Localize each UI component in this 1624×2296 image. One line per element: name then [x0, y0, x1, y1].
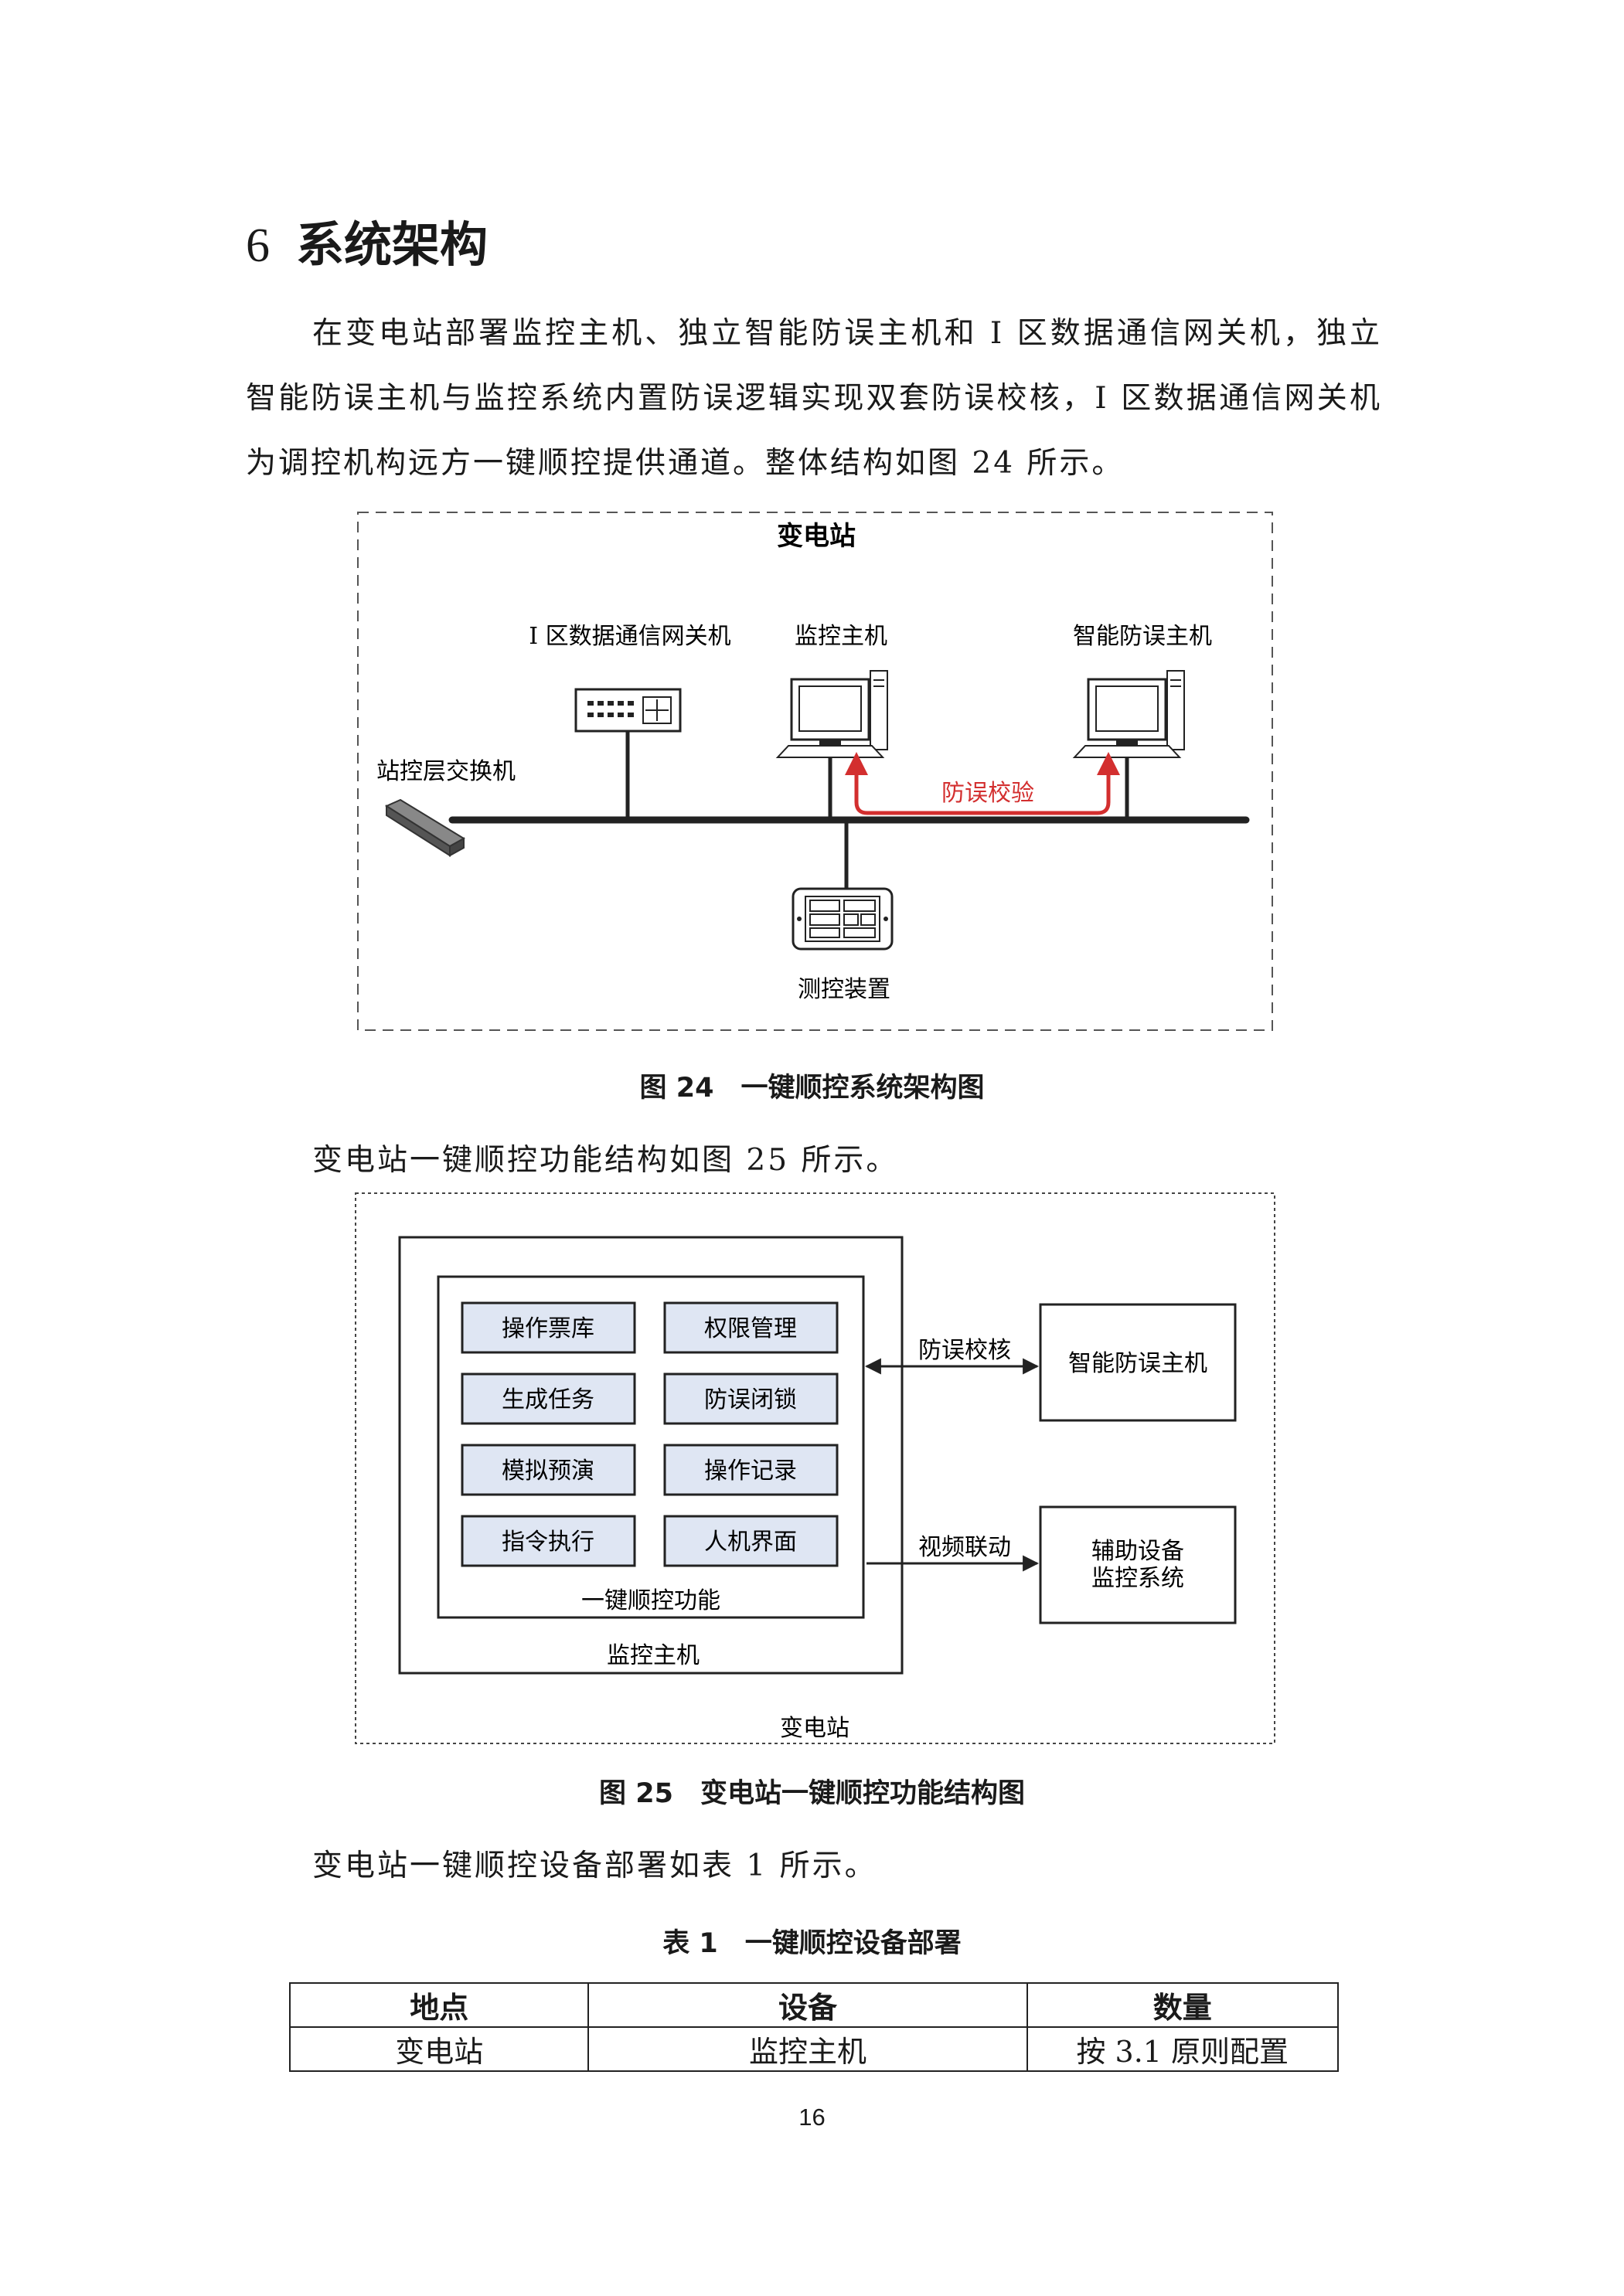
- function-block: [461, 1301, 636, 1354]
- check-link-label: 防误校核: [918, 1337, 1011, 1364]
- gateway-icon: [574, 688, 682, 733]
- aux-label-line2: 监控系统: [1091, 1565, 1184, 1592]
- function-label: 防误闭锁: [704, 1386, 797, 1413]
- section-title: 系统架构: [296, 216, 489, 273]
- figure-25-reference: 变电站一键顺控功能结构如图 25 所示。: [312, 1143, 899, 1178]
- function-group-label: 一键顺控功能: [581, 1587, 720, 1614]
- function-block: [663, 1301, 839, 1354]
- table-header-cell: 数量: [1026, 1982, 1340, 2028]
- function-label: 模拟预演: [502, 1458, 594, 1485]
- function-block: [461, 1444, 636, 1496]
- table-cell: 监控主机: [587, 2026, 1028, 2072]
- fig25-monitor-host-label: 监控主机: [607, 1642, 700, 1669]
- function-label: 指令执行: [502, 1529, 594, 1556]
- table-row: 变电站 监控主机 按 3.1 原则配置: [288, 2026, 1340, 2072]
- figure-24-diagram: 变电站 I 区数据通信网关机 监控主机 智能防误主机 站控层交换机: [357, 512, 1273, 1031]
- page-number: 16: [798, 2104, 826, 2131]
- anti-misoperation-check-arrow: [845, 752, 1120, 815]
- measurement-control-device-icon: [792, 887, 894, 951]
- table-cell: 按 3.1 原则配置: [1026, 2026, 1340, 2072]
- function-label: 权限管理: [704, 1315, 797, 1342]
- function-block: [663, 1444, 839, 1496]
- function-block: [461, 1515, 636, 1567]
- fig25-antimis-label: 智能防误主机: [1068, 1350, 1207, 1377]
- table-1-caption: 表 1 一键顺控设备部署: [662, 1928, 962, 1959]
- substation-boundary: [357, 512, 1273, 1031]
- switch-label: 站控层交换机: [376, 758, 516, 785]
- gateway-label: I 区数据通信网关机: [529, 623, 730, 650]
- measurement-control-label: 测控装置: [798, 976, 890, 1003]
- function-label: 生成任务: [502, 1386, 594, 1413]
- intro-paragraph: 在变电站部署监控主机、独立智能防误主机和 I 区数据通信网关机，独立智能防误主机…: [246, 316, 1382, 481]
- anti-misoperation-computer-icon: [1072, 670, 1185, 758]
- function-group-box: [437, 1275, 865, 1619]
- function-block: [461, 1372, 636, 1425]
- table-header-row: 地点 设备 数量: [288, 1982, 1340, 2028]
- figure-24-caption: 图 24 一键顺控系统架构图: [639, 1073, 985, 1104]
- section-number: 6: [246, 219, 270, 272]
- table-reference: 变电站一键顺控设备部署如表 1 所示。: [312, 1849, 877, 1883]
- check-label: 防误校验: [941, 780, 1034, 807]
- substation-label: 变电站: [777, 521, 856, 552]
- function-label: 操作票库: [502, 1315, 594, 1342]
- auxiliary-monitoring-box: [1039, 1505, 1237, 1624]
- anti-misoperation-host-box: [1039, 1303, 1237, 1422]
- monitor-host-label: 监控主机: [795, 623, 887, 650]
- function-block: [663, 1372, 839, 1425]
- figure-25-diagram: 变电站 监控主机 一键顺控功能 操作票库 权限管理 生成任务 防误闭锁 模拟预演…: [355, 1192, 1275, 1744]
- station-switch-icon: [384, 798, 465, 857]
- anti-misoperation-host-label: 智能防误主机: [1073, 623, 1212, 650]
- figure-25-caption: 图 25 变电站一键顺控功能结构图: [599, 1778, 1025, 1809]
- aux-label-line1: 辅助设备: [1091, 1538, 1184, 1565]
- monitor-host-computer-icon: [775, 670, 888, 758]
- video-link-label: 视频联动: [918, 1534, 1011, 1561]
- deployment-table: 地点 设备 数量 变电站 监控主机 按 3.1 原则配置: [288, 1982, 1340, 2072]
- table-cell: 变电站: [288, 2026, 590, 2072]
- function-label: 人机界面: [704, 1529, 797, 1556]
- function-blocks: 操作票库 权限管理 生成任务 防误闭锁 模拟预演 操作记录 指令执行 人机界面: [461, 1301, 839, 1567]
- table-header-cell: 地点: [288, 1982, 590, 2028]
- monitor-host-box: [398, 1236, 904, 1675]
- table-header-cell: 设备: [587, 1982, 1028, 2028]
- function-label: 操作记录: [704, 1458, 797, 1485]
- function-block: [663, 1515, 839, 1567]
- section-heading: 6 系统架构: [246, 218, 488, 273]
- substation-dotted-boundary: [355, 1192, 1275, 1744]
- fig25-substation-label: 变电站: [780, 1715, 849, 1742]
